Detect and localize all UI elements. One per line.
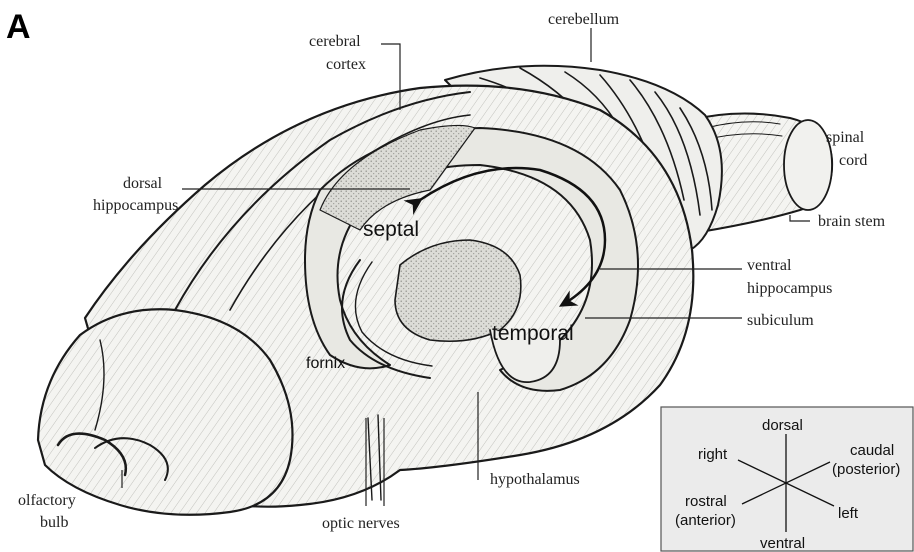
key-left: left [838,505,859,522]
label-olfactory: olfactory [18,492,76,509]
label-ventral: ventral [747,257,792,274]
label-cord: cord [839,152,867,169]
label-temporal: temporal [492,322,574,345]
label-hippocampus-dorsal: hippocampus [93,197,178,214]
label-hippocampus-ventral: hippocampus [747,280,832,297]
label-cerebellum: cerebellum [548,11,620,28]
key-rostral: rostral [685,493,727,510]
label-subiculum: subiculum [747,312,814,329]
label-cortex: cortex [326,56,366,73]
label-bulb: bulb [40,514,68,531]
key-dorsal: dorsal [762,417,803,434]
panel-letter: A [6,8,31,46]
label-optic-nerves: optic nerves [322,515,400,532]
label-dorsal: dorsal [123,175,163,192]
key-ventral: ventral [760,535,805,552]
label-spinal: spinal [826,129,865,146]
label-fornix: fornix [306,355,345,372]
key-caudal: caudal [850,442,894,459]
key-anterior: (anterior) [675,512,736,529]
orientation-key: dorsal ventral right left caudal (poster… [661,407,913,552]
label-hypothalamus: hypothalamus [490,471,580,488]
label-brain-stem: brain stem [818,213,886,230]
label-septal: septal [363,218,419,241]
label-cerebral: cerebral [309,33,361,50]
key-right: right [698,446,728,463]
key-posterior: (posterior) [832,461,900,478]
